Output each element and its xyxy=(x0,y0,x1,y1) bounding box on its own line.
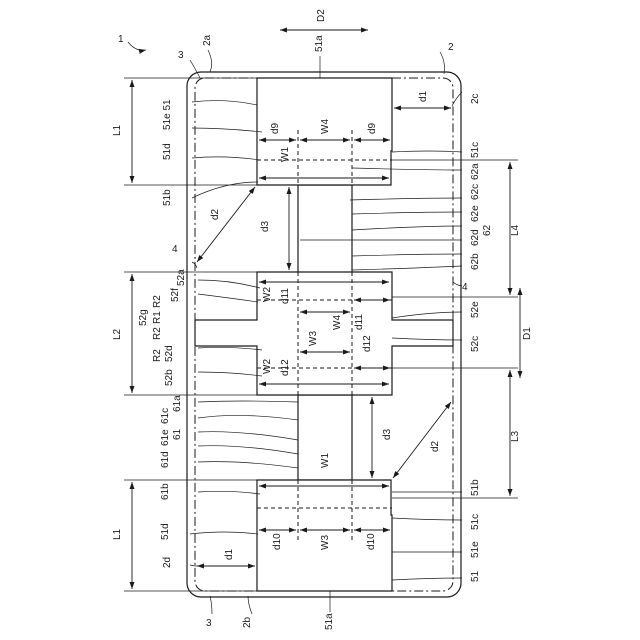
label-52d: 52d xyxy=(164,345,175,362)
label-W3-mid: W3 xyxy=(308,331,319,346)
label-62e: 62e xyxy=(470,205,481,222)
label-4-right: 4 xyxy=(462,282,468,293)
label-51d-bot: 51d xyxy=(160,523,171,540)
label-R1: R1 xyxy=(152,311,163,324)
label-d11-a: d11 xyxy=(280,288,291,304)
label-51d-top: 51d xyxy=(162,143,173,160)
label-62b: 62b xyxy=(470,253,481,270)
label-51b-top: 51b xyxy=(162,189,173,206)
label-51c-top: 51c xyxy=(470,142,481,158)
label-R2-a: R2 xyxy=(152,295,163,308)
label-d2-top: d2 xyxy=(210,208,221,220)
label-61e: 61e xyxy=(160,429,171,446)
label-d2-bot: d2 xyxy=(430,440,441,452)
label-61: 61 xyxy=(172,428,183,440)
label-D1: D1 xyxy=(522,327,533,340)
label-d10-right: d10 xyxy=(366,533,377,550)
conductor-62 xyxy=(298,185,352,273)
label-2d: 2d xyxy=(162,557,173,568)
label-51e-bot: 51e xyxy=(470,541,481,558)
label-R2-b: R2 xyxy=(152,327,163,340)
label-3-bot: 3 xyxy=(206,618,212,629)
label-62a: 62a xyxy=(470,163,481,180)
label-R2-c: R2 xyxy=(152,349,163,362)
label-52c: 52c xyxy=(470,336,481,352)
label-61d: 61d xyxy=(160,451,171,468)
label-62c: 62c xyxy=(470,184,481,200)
label-W2-bot: W2 xyxy=(262,359,273,374)
label-52g: 52g xyxy=(138,309,149,326)
label-52b: 52b xyxy=(164,369,175,386)
label-L4: L4 xyxy=(510,224,521,236)
label-52e: 52e xyxy=(470,301,481,318)
label-d1-bot: d1 xyxy=(224,548,235,560)
label-W1-top: W1 xyxy=(280,147,291,162)
label-61c: 61c xyxy=(160,408,171,424)
label-51e51-top: 51e 51 xyxy=(162,99,173,130)
label-d10-left: d10 xyxy=(272,533,283,550)
label-62d: 62d xyxy=(470,229,481,246)
label-d12-b: d12 xyxy=(280,359,291,376)
label-W4-mid: W4 xyxy=(332,315,343,330)
label-2-top: 2 xyxy=(448,42,454,53)
label-d1-top: d1 xyxy=(418,90,429,102)
label-L2: L2 xyxy=(112,328,123,340)
label-L1-bot: L1 xyxy=(112,528,123,540)
label-fig-1: 1 xyxy=(118,34,124,45)
label-d3-top: d3 xyxy=(260,220,271,232)
label-62: 62 xyxy=(482,224,493,236)
label-2c: 2c xyxy=(470,93,481,104)
label-4-left: 4 xyxy=(172,244,178,255)
label-W4-top: W4 xyxy=(320,119,331,134)
label-61a: 61a xyxy=(172,395,183,412)
label-W3-bot: W3 xyxy=(320,535,331,550)
label-3-top: 3 xyxy=(178,50,184,61)
label-52a: 52a xyxy=(176,269,187,286)
label-52f: 52f xyxy=(170,288,181,302)
label-L1-top: L1 xyxy=(112,124,123,136)
label-d12-a: d12 xyxy=(362,335,373,352)
label-D2: D2 xyxy=(316,9,327,22)
label-51-bot: 51 xyxy=(470,570,481,582)
label-61b: 61b xyxy=(160,483,171,500)
label-2b: 2b xyxy=(242,616,253,628)
label-L3: L3 xyxy=(510,430,521,442)
label-d9-left: d9 xyxy=(270,122,281,134)
label-d3-bot: d3 xyxy=(382,428,393,440)
label-51a-bot: 51a xyxy=(324,613,335,630)
label-51b-bot: 51b xyxy=(470,479,481,496)
label-51c-bot: 51c xyxy=(470,514,481,530)
label-W2-top: W2 xyxy=(262,287,273,302)
label-d9-right: d9 xyxy=(367,122,378,134)
label-d11-b: d11 xyxy=(354,314,365,330)
label-2a: 2a xyxy=(202,34,213,46)
label-51a-top: 51a xyxy=(314,35,325,52)
label-W1-bot: W1 xyxy=(320,453,331,468)
